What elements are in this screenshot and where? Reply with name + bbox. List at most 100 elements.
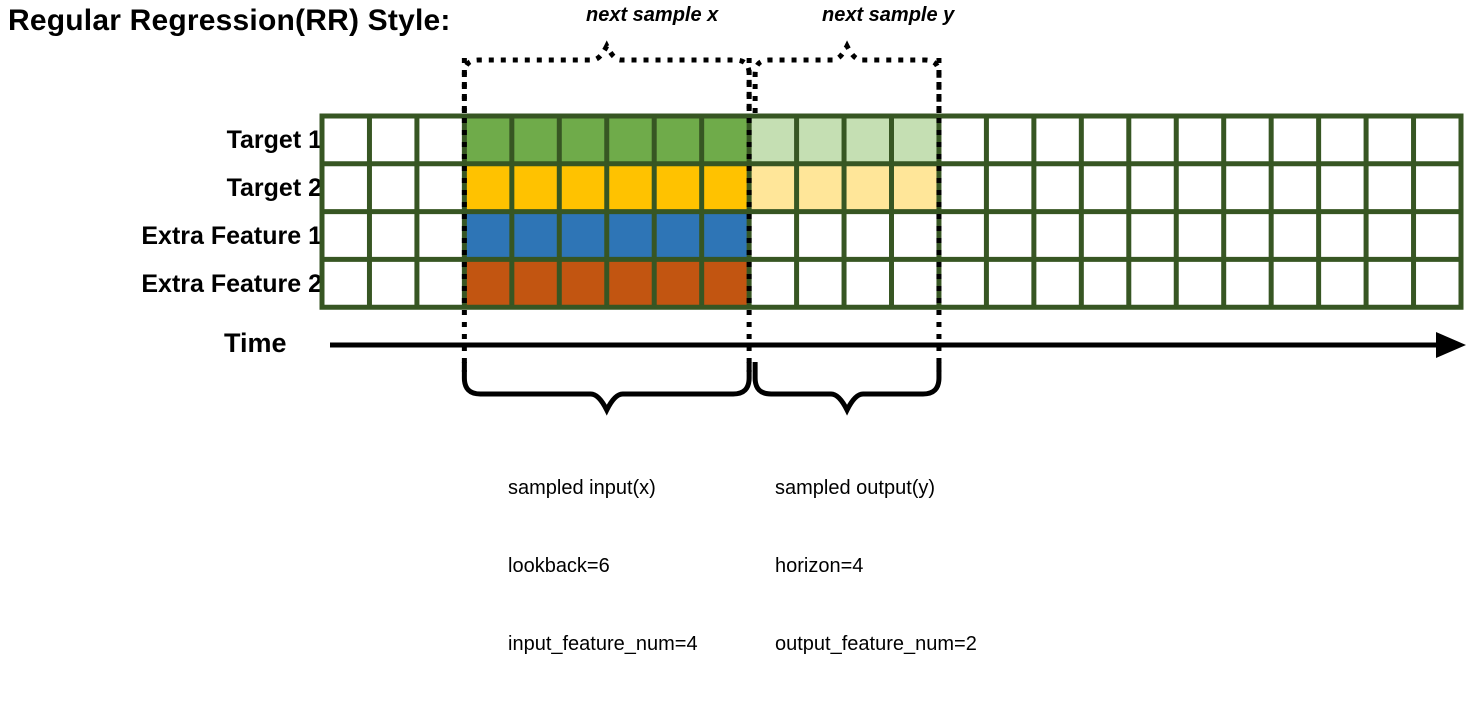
grid-cell xyxy=(1318,259,1367,308)
grid-cell xyxy=(891,259,939,308)
grid-cell xyxy=(322,211,370,260)
time-axis-label: Time xyxy=(224,328,287,358)
grid-cell xyxy=(749,163,797,212)
grid-cell xyxy=(1176,163,1224,212)
sampled-input-line-1: sampled input(x) xyxy=(508,477,656,499)
grid-cell xyxy=(559,211,607,260)
grid-cell xyxy=(606,116,655,164)
grid-cell xyxy=(749,259,797,308)
grid-cell xyxy=(1271,116,1319,164)
time-axis-arrow-icon xyxy=(1436,332,1466,358)
grid-cell xyxy=(1128,163,1177,212)
grid-cell xyxy=(891,116,939,164)
grid-cell xyxy=(1033,116,1082,164)
grid-cell xyxy=(606,163,655,212)
grid-cell xyxy=(701,116,750,164)
grid-cell xyxy=(322,163,370,212)
grid-cell xyxy=(416,211,465,260)
grid-cell xyxy=(1271,211,1319,260)
grid-cell xyxy=(369,211,417,260)
grid-cell xyxy=(464,259,512,308)
grid-cell xyxy=(986,211,1034,260)
grid-cell xyxy=(1413,211,1461,260)
row-label-target-1: Target 1 xyxy=(226,126,322,154)
grid-cell xyxy=(1271,259,1319,308)
grid-cell xyxy=(938,211,987,260)
sampled-input-brace xyxy=(461,362,752,416)
grid-cell xyxy=(891,163,939,212)
grid-cell xyxy=(464,211,512,260)
grid-cell xyxy=(1223,211,1272,260)
grid-cell xyxy=(1413,116,1461,164)
grid-cell xyxy=(1081,211,1129,260)
grid-cell xyxy=(986,116,1034,164)
row-label-extra-feature-1: Extra Feature 1 xyxy=(141,222,322,250)
grid-cell xyxy=(416,116,465,164)
grid-cell xyxy=(1033,259,1082,308)
grid-cell xyxy=(654,259,702,308)
next-sample-y-brace xyxy=(752,40,942,113)
next-sample-y-label: next sample y xyxy=(822,4,955,26)
grid-cell xyxy=(1128,116,1177,164)
grid-cell xyxy=(701,163,750,212)
grid-cell xyxy=(1081,116,1129,164)
sampled-output-line-3: output_feature_num=2 xyxy=(775,633,977,655)
sampled-output-line-1: sampled output(y) xyxy=(775,477,936,499)
grid-cell xyxy=(1128,259,1177,308)
diagram-canvas: Regular Regression(RR) Style: Target 1 T… xyxy=(8,4,1466,655)
grid-cell xyxy=(844,211,892,260)
sampled-output-brace xyxy=(752,362,942,416)
grid-cell xyxy=(416,259,465,308)
grid-cell xyxy=(654,163,702,212)
grid-cell xyxy=(1033,163,1082,212)
grid-cell xyxy=(796,211,845,260)
grid-cell xyxy=(1318,116,1367,164)
grid-cell xyxy=(606,211,655,260)
sampled-input-line-2: lookback=6 xyxy=(508,555,610,577)
next-sample-x-brace xyxy=(461,40,752,113)
grid-cell xyxy=(796,259,845,308)
grid-cell xyxy=(844,116,892,164)
grid-cell xyxy=(844,259,892,308)
grid-cell xyxy=(1081,259,1129,308)
grid-cell xyxy=(1366,163,1414,212)
grid-cell xyxy=(938,116,987,164)
grid-cell xyxy=(511,116,560,164)
grid-cell xyxy=(1176,211,1224,260)
row-label-extra-feature-2: Extra Feature 2 xyxy=(141,270,322,298)
sampled-output-line-2: horizon=4 xyxy=(775,555,864,577)
grid-cell xyxy=(1366,211,1414,260)
grid-cell xyxy=(986,163,1034,212)
grid-cell xyxy=(1413,259,1461,308)
grid-cell xyxy=(369,163,417,212)
page-title: Regular Regression(RR) Style: xyxy=(8,4,451,37)
grid-cell xyxy=(464,163,512,212)
grid-cell xyxy=(1128,211,1177,260)
row-label-target-2: Target 2 xyxy=(226,174,322,202)
grid-cell xyxy=(1318,211,1367,260)
grid-cell xyxy=(749,211,797,260)
grid-cell xyxy=(749,116,797,164)
grid-cell xyxy=(559,259,607,308)
grid-cell xyxy=(1223,259,1272,308)
grid-cell xyxy=(938,163,987,212)
grid-cell xyxy=(559,163,607,212)
grid-cell xyxy=(654,211,702,260)
grid-cell xyxy=(1366,259,1414,308)
grid-cell xyxy=(701,259,750,308)
grid-cell xyxy=(986,259,1034,308)
grid-cell xyxy=(796,163,845,212)
grid-cell xyxy=(322,259,370,308)
grid-cell xyxy=(1318,163,1367,212)
grid-cell xyxy=(559,116,607,164)
grid-cell xyxy=(654,116,702,164)
grid-cell xyxy=(1081,163,1129,212)
grid-cell xyxy=(511,259,560,308)
grid-cell xyxy=(1271,163,1319,212)
grid-cell xyxy=(1033,211,1082,260)
grid-cell xyxy=(511,163,560,212)
grid-cell xyxy=(1223,163,1272,212)
grid-cell xyxy=(606,259,655,308)
grid-cell xyxy=(464,116,512,164)
sampled-input-line-3: input_feature_num=4 xyxy=(508,633,698,655)
